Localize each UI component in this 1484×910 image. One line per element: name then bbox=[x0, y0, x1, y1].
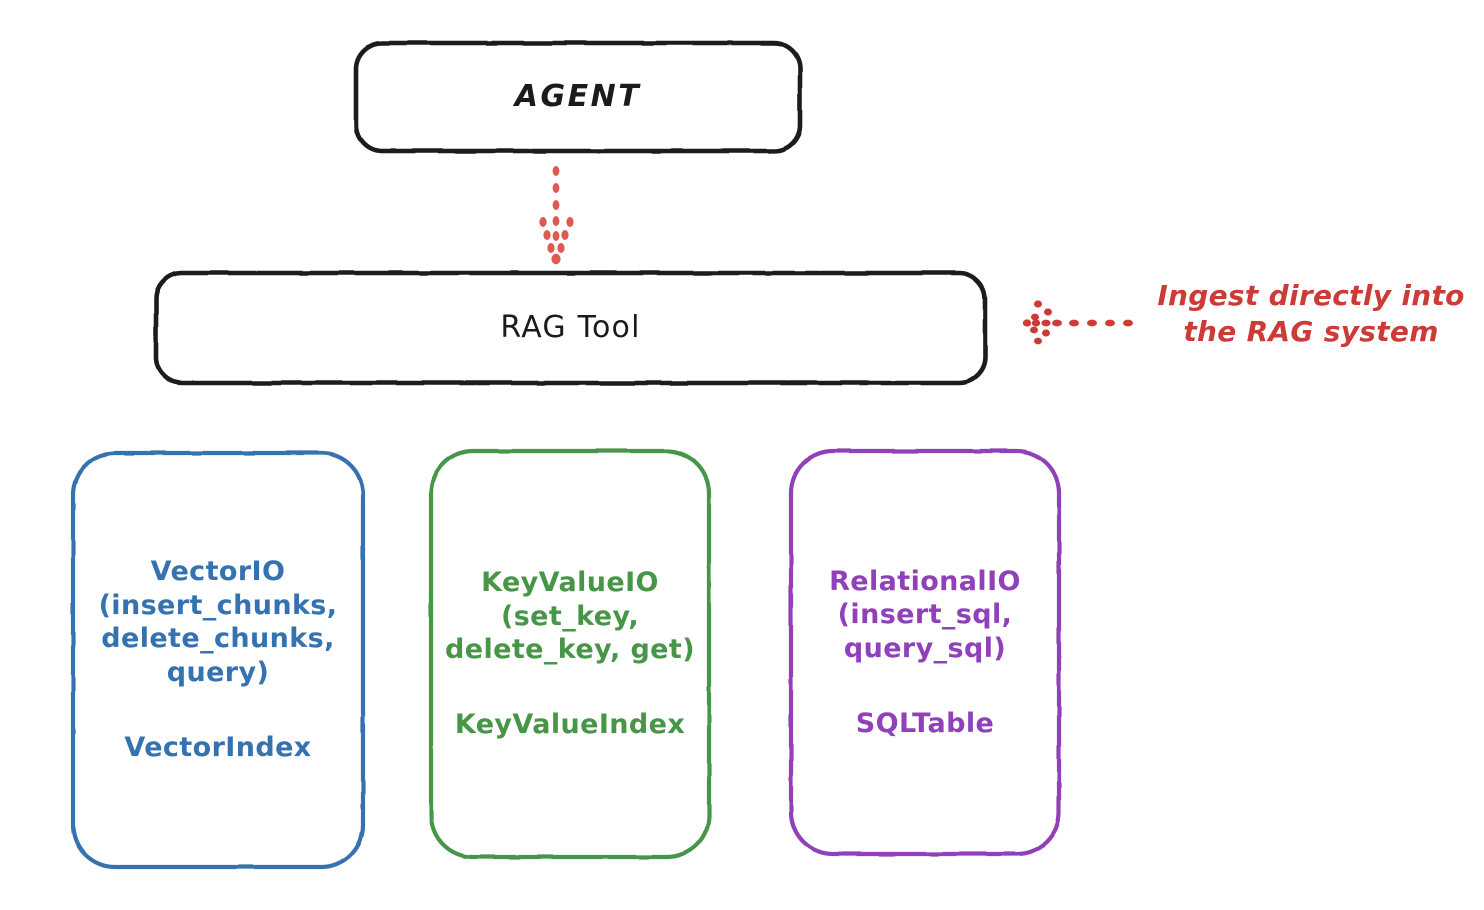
agent-box-outline[interactable] bbox=[353, 40, 803, 154]
relational-io-box-outline[interactable] bbox=[788, 448, 1062, 857]
rag-tool-box-outline[interactable] bbox=[153, 270, 988, 386]
agent-to-rag-dotted-arrow-icon bbox=[539, 166, 574, 265]
ingest-dotted-arrow-icon bbox=[1022, 300, 1133, 345]
key-value-io-box-outline[interactable] bbox=[428, 448, 712, 860]
vector-io-box-outline[interactable] bbox=[70, 450, 366, 870]
